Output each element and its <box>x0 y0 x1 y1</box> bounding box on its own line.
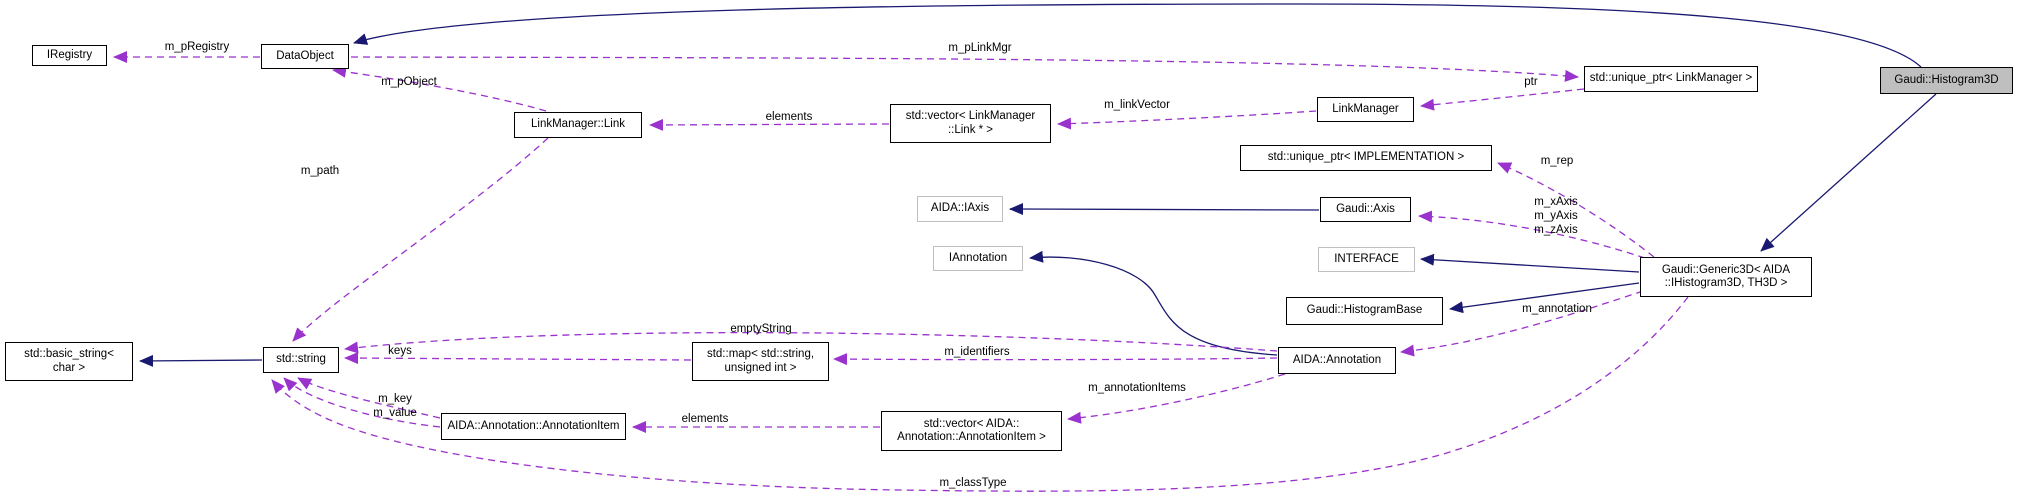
edge-usage-m-path <box>292 137 549 342</box>
edge-usage-m-plinkmgr <box>350 56 1579 82</box>
node-interface: INTERFACE <box>1318 247 1415 272</box>
edge-inherit-histogram3d-generic3d <box>1760 93 1937 252</box>
edge-usage-m-annotationitems <box>1067 373 1286 424</box>
node-gaudi-axis[interactable]: Gaudi::Axis <box>1320 197 1411 222</box>
edge-usage-m-identifiers <box>833 353 1278 366</box>
node-gaudi-generic3d[interactable]: Gaudi::Generic3D< AIDA ::IHistogram3D, T… <box>1640 257 1812 297</box>
edge-usage-m-linkvector <box>1057 110 1317 130</box>
edge-usage-m-rep <box>1497 162 1655 258</box>
node-dataobject[interactable]: DataObject <box>261 44 349 69</box>
edge-inherit-generic3d-interface <box>1420 253 1640 273</box>
node-iannotation: IAnnotation <box>933 246 1023 271</box>
edge-inherit-axis-iaxis <box>1009 203 1320 216</box>
node-gaudi-histogrambase[interactable]: Gaudi::HistogramBase <box>1286 297 1443 325</box>
node-iregistry[interactable]: IRegistry <box>32 45 107 66</box>
edge-usage-m-classtype <box>271 296 1689 492</box>
node-linkmanager[interactable]: LinkManager <box>1317 97 1414 122</box>
edge-usage-m-value <box>283 377 441 428</box>
edge-inherit-annotation-iannotation <box>1029 250 1278 356</box>
edge-usage-elements-top <box>649 118 890 131</box>
node-annotationitem[interactable]: AIDA::Annotation::AnnotationItem <box>441 413 626 440</box>
edge-usage-keys <box>344 352 692 365</box>
node-uniqueptr-linkmanager[interactable]: std::unique_ptr< LinkManager > <box>1584 66 1758 92</box>
node-gaudi-histogram3d: Gaudi::Histogram3D <box>1880 67 2013 94</box>
node-aida-iaxis: AIDA::IAxis <box>917 196 1003 222</box>
edge-inherit-string-basicstring <box>139 354 263 367</box>
node-uniqueptr-implementation[interactable]: std::unique_ptr< IMPLEMENTATION > <box>1240 145 1492 171</box>
node-std-basic-string[interactable]: std::basic_string< char > <box>5 342 133 381</box>
edge-inherit-histogram3d-dataobject <box>353 3 1922 68</box>
edge-usage-m-annotation <box>1400 290 1644 357</box>
edge-inherit-generic3d-histogrambase <box>1449 282 1640 314</box>
node-vector-linkmanager-link[interactable]: std::vector< LinkManager ::Link * > <box>890 104 1051 143</box>
edge-usage-m-axes <box>1418 210 1646 259</box>
node-std-map[interactable]: std::map< std::string, unsigned int > <box>692 342 829 381</box>
edge-usage-m-pobject <box>332 65 547 112</box>
edge-usage-m-key <box>297 377 441 419</box>
edge-usage-ptr <box>1420 88 1585 111</box>
node-vector-annotationitem[interactable]: std::vector< AIDA:: Annotation::Annotati… <box>881 411 1062 451</box>
node-std-string[interactable]: std::string <box>263 347 339 373</box>
node-aida-annotation[interactable]: AIDA::Annotation <box>1278 347 1396 374</box>
node-linkmanager-link[interactable]: LinkManager::Link <box>514 112 642 138</box>
